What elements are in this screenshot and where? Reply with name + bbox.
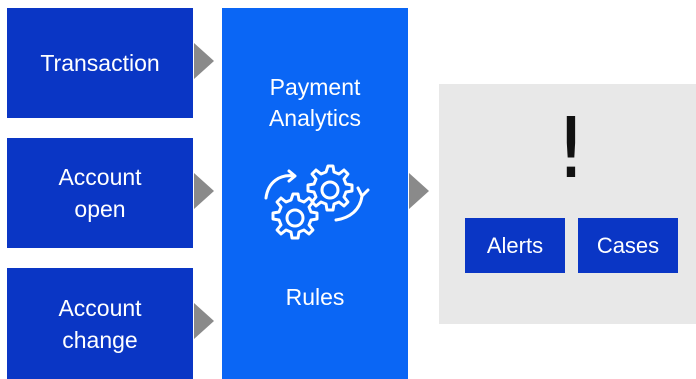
transaction-box: Transaction (7, 8, 193, 118)
output-panel (439, 84, 696, 324)
alerts-label: Alerts (486, 232, 544, 258)
arrow-account-open (194, 173, 214, 209)
payment-analytics-title-line2: Analytics (268, 105, 362, 131)
arrow-transaction (194, 43, 214, 79)
rules-label: Rules (285, 284, 345, 310)
exclamation-icon: ! (554, 99, 588, 197)
payment-analytics-title: Payment Analytics (222, 72, 408, 134)
transaction-label: Transaction (40, 50, 160, 76)
cases-label: Cases (596, 232, 660, 258)
arrow-to-output (409, 173, 429, 209)
payment-analytics-title-line1: Payment (269, 74, 361, 100)
account-change-label-line2: change (62, 326, 138, 353)
account-open-box: Account open (7, 138, 193, 248)
account-change-label-line1: Account (58, 294, 142, 321)
gears-icon (264, 164, 370, 240)
account-open-label-line1: Account (58, 164, 142, 190)
account-open-label-line2: open (74, 196, 126, 222)
arrow-account-change (194, 303, 214, 339)
account-change-box: Account change (7, 268, 193, 379)
alerts-box: Alerts (465, 218, 565, 273)
cases-box: Cases (578, 218, 678, 273)
